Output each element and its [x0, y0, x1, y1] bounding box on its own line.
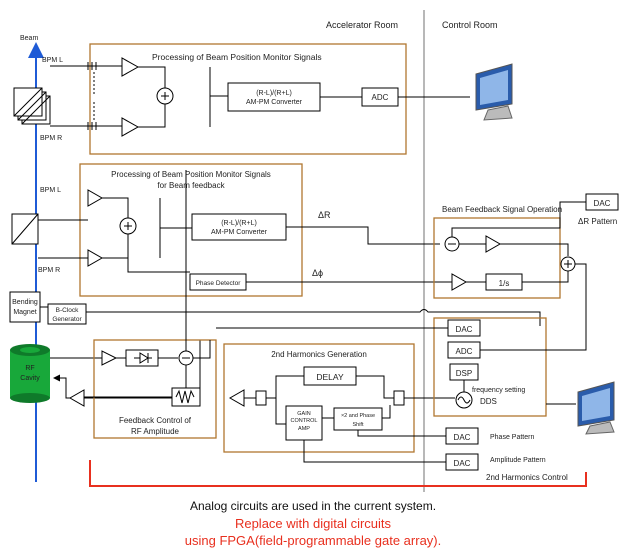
converter-2-line1: (R-L)/(R+L)	[221, 220, 257, 227]
bpm-feedback-pickup-icon	[11, 213, 39, 245]
bpm-feedback-block	[79, 163, 303, 297]
am-pm-converter-2	[191, 213, 287, 241]
delta-phi-label: Δϕ	[312, 268, 323, 278]
delay-label: DELAY	[316, 372, 344, 382]
accelerator-room-label: Accelerator Room	[326, 20, 398, 30]
rf-cavity-line2: Cavity	[20, 375, 40, 382]
integrator-label: 1/s	[499, 279, 510, 288]
bending-magnet-line1: Bending	[12, 299, 38, 306]
delta-r-dac-label: DAC	[594, 199, 611, 208]
converter-1-line1: (R-L)/(R+L)	[256, 90, 292, 97]
bpm-l-label-1: BPM L	[42, 57, 63, 64]
gain-line3: AMP	[298, 426, 310, 432]
gain-line2: CONTROL	[291, 418, 318, 424]
harmonics-title: 2nd Harmonics Generation	[271, 350, 367, 359]
rf-amplitude-block	[93, 339, 217, 439]
bpm-fb-l-amplifier-icon	[87, 189, 104, 207]
bpm-l-amplifier-icon	[121, 57, 140, 77]
bclock-line1: B-Clock	[56, 307, 80, 314]
harmonics-amplifier-icon	[228, 389, 245, 407]
bclock-generator-box	[47, 303, 87, 325]
phase-detector-label: Phase Detector	[196, 280, 242, 287]
gain-control-amp-box	[285, 405, 323, 441]
delta-r-label: ΔR	[318, 210, 331, 220]
monitor-icon-bottom	[577, 381, 615, 435]
caption-fpga: using FPGA(field-programmable gate array…	[184, 533, 442, 548]
diode-detector-box	[125, 349, 159, 367]
shift-line2: Shift	[352, 422, 363, 428]
rf-cavity-icon	[10, 344, 50, 403]
am-pm-converter-1	[227, 82, 321, 112]
phase-pattern-label: Phase Pattern	[490, 434, 534, 441]
bending-magnet-line2: Magnet	[13, 309, 36, 316]
delta-r-pattern-label: ΔR Pattern	[578, 217, 617, 226]
bpm-processing-block	[89, 43, 407, 155]
adc-label: ADC	[372, 93, 389, 102]
beam-feedback-block	[433, 217, 561, 299]
bpm-processing-title: Processing of Beam Position Monitor Sign…	[152, 52, 322, 62]
bpm-feedback-title-2: for Beam feedback	[157, 181, 225, 190]
phase-dac-box	[445, 427, 479, 445]
dds-control-block	[433, 317, 547, 417]
bclock-line2: Generator	[52, 316, 82, 323]
bpm-r-label-1: BPM R	[40, 135, 62, 142]
dds-label: DDS	[480, 397, 497, 406]
bending-magnet-box	[9, 291, 41, 323]
beam-label: Beam	[20, 35, 38, 42]
converter-2-line2: AM-PM Converter	[211, 229, 268, 236]
bpm-r-amplifier-icon	[121, 117, 140, 137]
gain-line1: GAIN	[297, 411, 310, 417]
bpm-l-label-2: BPM L	[40, 187, 61, 194]
converter-1-line2: AM-PM Converter	[246, 99, 303, 106]
fb-phase-amplifier-icon	[451, 273, 468, 291]
bracket-label: 2nd Harmonics Control	[486, 473, 568, 482]
amplitude-dac-label: DAC	[454, 459, 471, 468]
bpm-fb-r-amplifier-icon	[87, 249, 104, 267]
combiner-box	[393, 390, 405, 406]
phase-dac-label: DAC	[454, 433, 471, 442]
rf-detector-amplifier-icon	[101, 350, 118, 366]
rf-drive-amplifier-icon	[68, 389, 85, 407]
rf-amplitude-title-1: Feedback Control of	[119, 416, 192, 425]
amplitude-dac-box	[445, 453, 479, 471]
bpm-pickup-icon	[13, 87, 51, 125]
delay-box	[303, 366, 357, 386]
splitter-box	[255, 390, 267, 406]
control-adc-label: ADC	[456, 347, 473, 356]
bpm-r-label-2: BPM R	[38, 267, 60, 274]
rf-amplitude-title-2: RF Amplitude	[131, 427, 180, 436]
bpm-feedback-title-1: Processing of Beam Position Monitor Sign…	[111, 170, 271, 179]
dsp-label: DSP	[456, 369, 472, 378]
caption-current-system: Analog circuits are used in the current …	[189, 499, 437, 513]
frequency-setting-label: frequency setting	[472, 387, 525, 394]
fpga-bracket	[89, 460, 587, 487]
fb-amplifier-icon	[485, 235, 502, 253]
shift-line1: ×2 and Phase	[341, 413, 375, 419]
amplitude-pattern-label: Amplitude Pattern	[490, 457, 546, 464]
caption-replace: Replace with digital circuits	[234, 516, 392, 531]
beam-feedback-title: Beam Feedback Signal Operation	[442, 205, 562, 214]
monitor-icon-top	[475, 63, 513, 121]
control-dac-label: DAC	[456, 325, 473, 334]
rf-cavity-line1: RF	[25, 365, 34, 372]
control-room-label: Control Room	[442, 20, 498, 30]
